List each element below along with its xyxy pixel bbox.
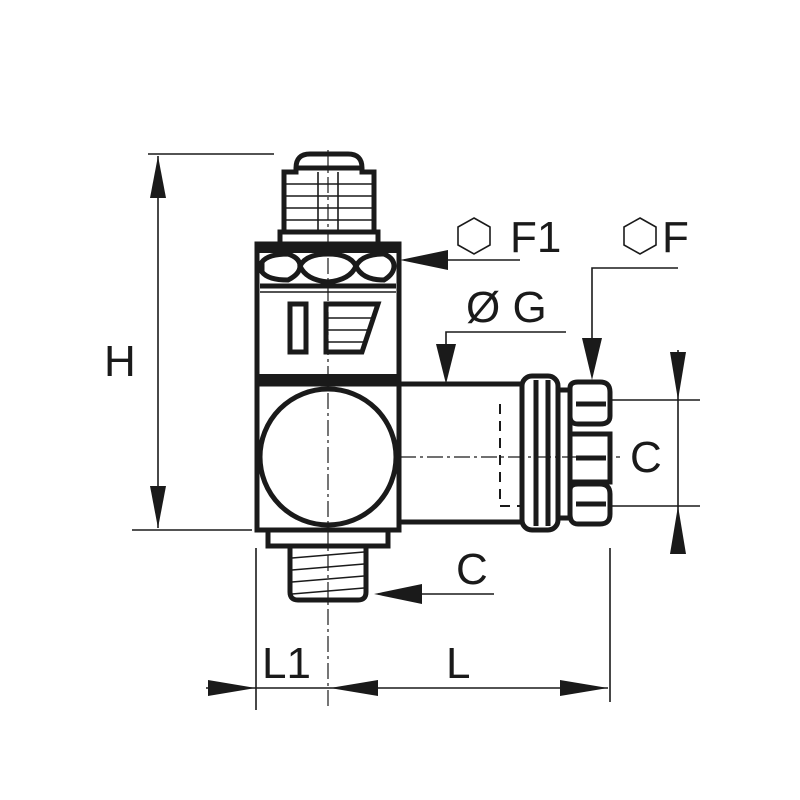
dimension-c-right-label: C	[630, 433, 662, 482]
top-thread	[277, 151, 381, 247]
side-tube	[399, 373, 561, 533]
g-label: Ø G	[466, 283, 547, 332]
right-nut	[555, 379, 613, 527]
dimension-c-right	[612, 350, 700, 554]
dimension-c-bottom-label: C	[456, 545, 488, 594]
f-label: F	[662, 213, 689, 262]
dimension-l1-label: L1	[262, 639, 311, 688]
dimension-l-label: L	[446, 639, 470, 688]
hexagon-icon	[623, 217, 657, 255]
g-leader	[436, 331, 566, 384]
hexagon-icon	[457, 217, 491, 255]
f-leader	[582, 267, 678, 380]
f1-leader	[400, 250, 520, 270]
dimension-h	[132, 153, 274, 531]
dimension-l1-l	[206, 548, 611, 710]
f1-label: F1	[510, 213, 561, 262]
dimension-h-label: H	[104, 337, 136, 386]
dimension-c-bottom	[374, 584, 494, 604]
